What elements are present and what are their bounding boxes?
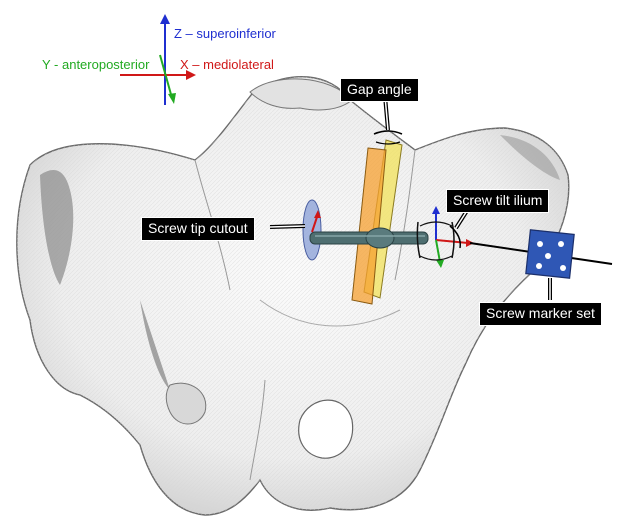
screw-tilt-ilium-label: Screw tilt ilium [446, 189, 549, 213]
y-axis-label: Y - anteroposterior [42, 57, 149, 72]
screw-marker-set-label: Screw marker set [479, 302, 602, 326]
screw-marker-set [526, 230, 574, 278]
x-axis-label: X – mediolateral [180, 57, 274, 72]
screw-tip-cutout-label: Screw tip cutout [141, 217, 255, 241]
z-axis-label: Z – superoinferior [174, 26, 276, 41]
gap-angle-label: Gap angle [340, 78, 419, 102]
obturator-foramen [299, 400, 353, 458]
pelvis-bone [17, 77, 569, 515]
